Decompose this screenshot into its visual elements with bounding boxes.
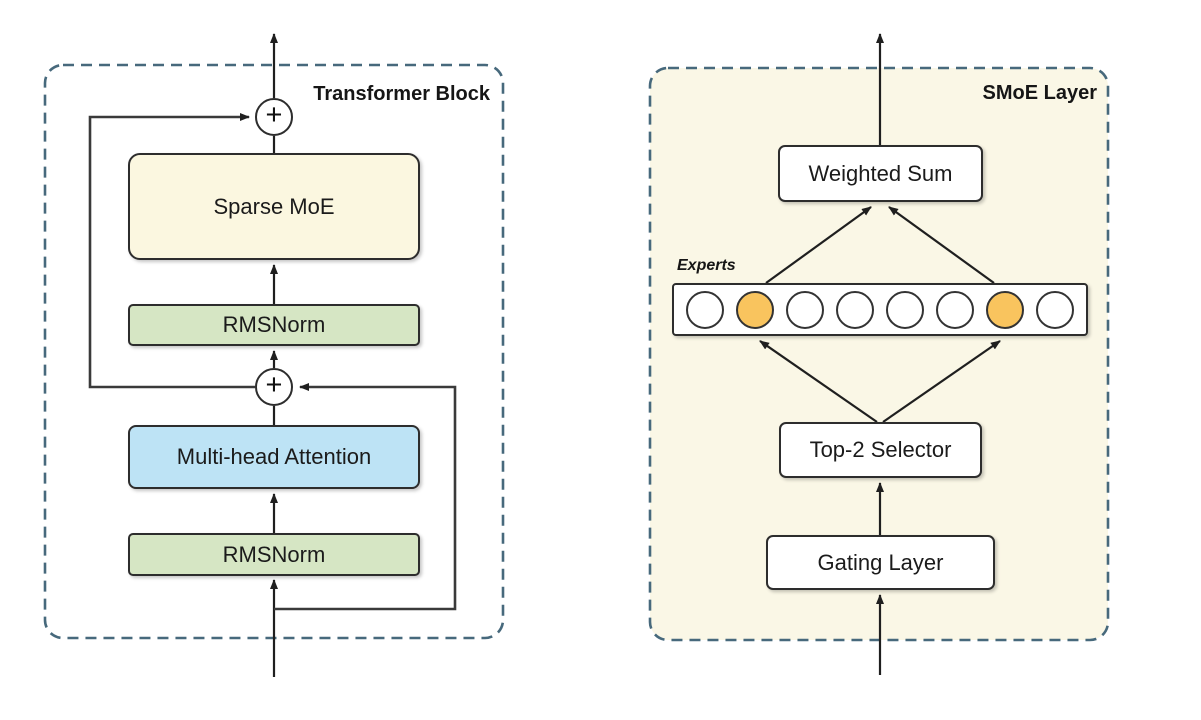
experts-row — [672, 283, 1088, 336]
expert2-to-sum-arrow — [765, 206, 872, 284]
weighted-sum-box: Weighted Sum — [778, 145, 983, 202]
multi-head-attention-box: Multi-head Attention — [128, 425, 420, 489]
expert-circle-5 — [886, 290, 924, 329]
expert-circle-1 — [686, 290, 724, 329]
smoe-layer-title: SMoE Layer — [982, 82, 1097, 104]
add-node-bottom: + — [255, 368, 293, 406]
selector-to-expert2-arrow — [759, 340, 878, 423]
expert-circle-6 — [936, 290, 974, 329]
transformer-block-title: Transformer Block — [313, 83, 490, 105]
expert-circle-4 — [836, 290, 874, 329]
rmsnorm-top-box: RMSNorm — [128, 304, 420, 346]
sparse-moe-box: Sparse MoE — [128, 153, 420, 260]
experts-label: Experts — [677, 257, 736, 274]
expert-circle-8 — [1036, 290, 1074, 329]
gating-layer-box: Gating Layer — [766, 535, 995, 590]
top2-selector-box: Top-2 Selector — [779, 422, 982, 478]
expert-circle-2-active — [736, 290, 774, 329]
expert-circle-7-active — [986, 290, 1024, 329]
expert-circle-3 — [786, 290, 824, 329]
add-node-top: + — [255, 98, 293, 136]
expert7-to-sum-arrow — [888, 206, 995, 284]
rmsnorm-bottom-box: RMSNorm — [128, 533, 420, 576]
selector-to-expert7-arrow — [882, 340, 1001, 423]
